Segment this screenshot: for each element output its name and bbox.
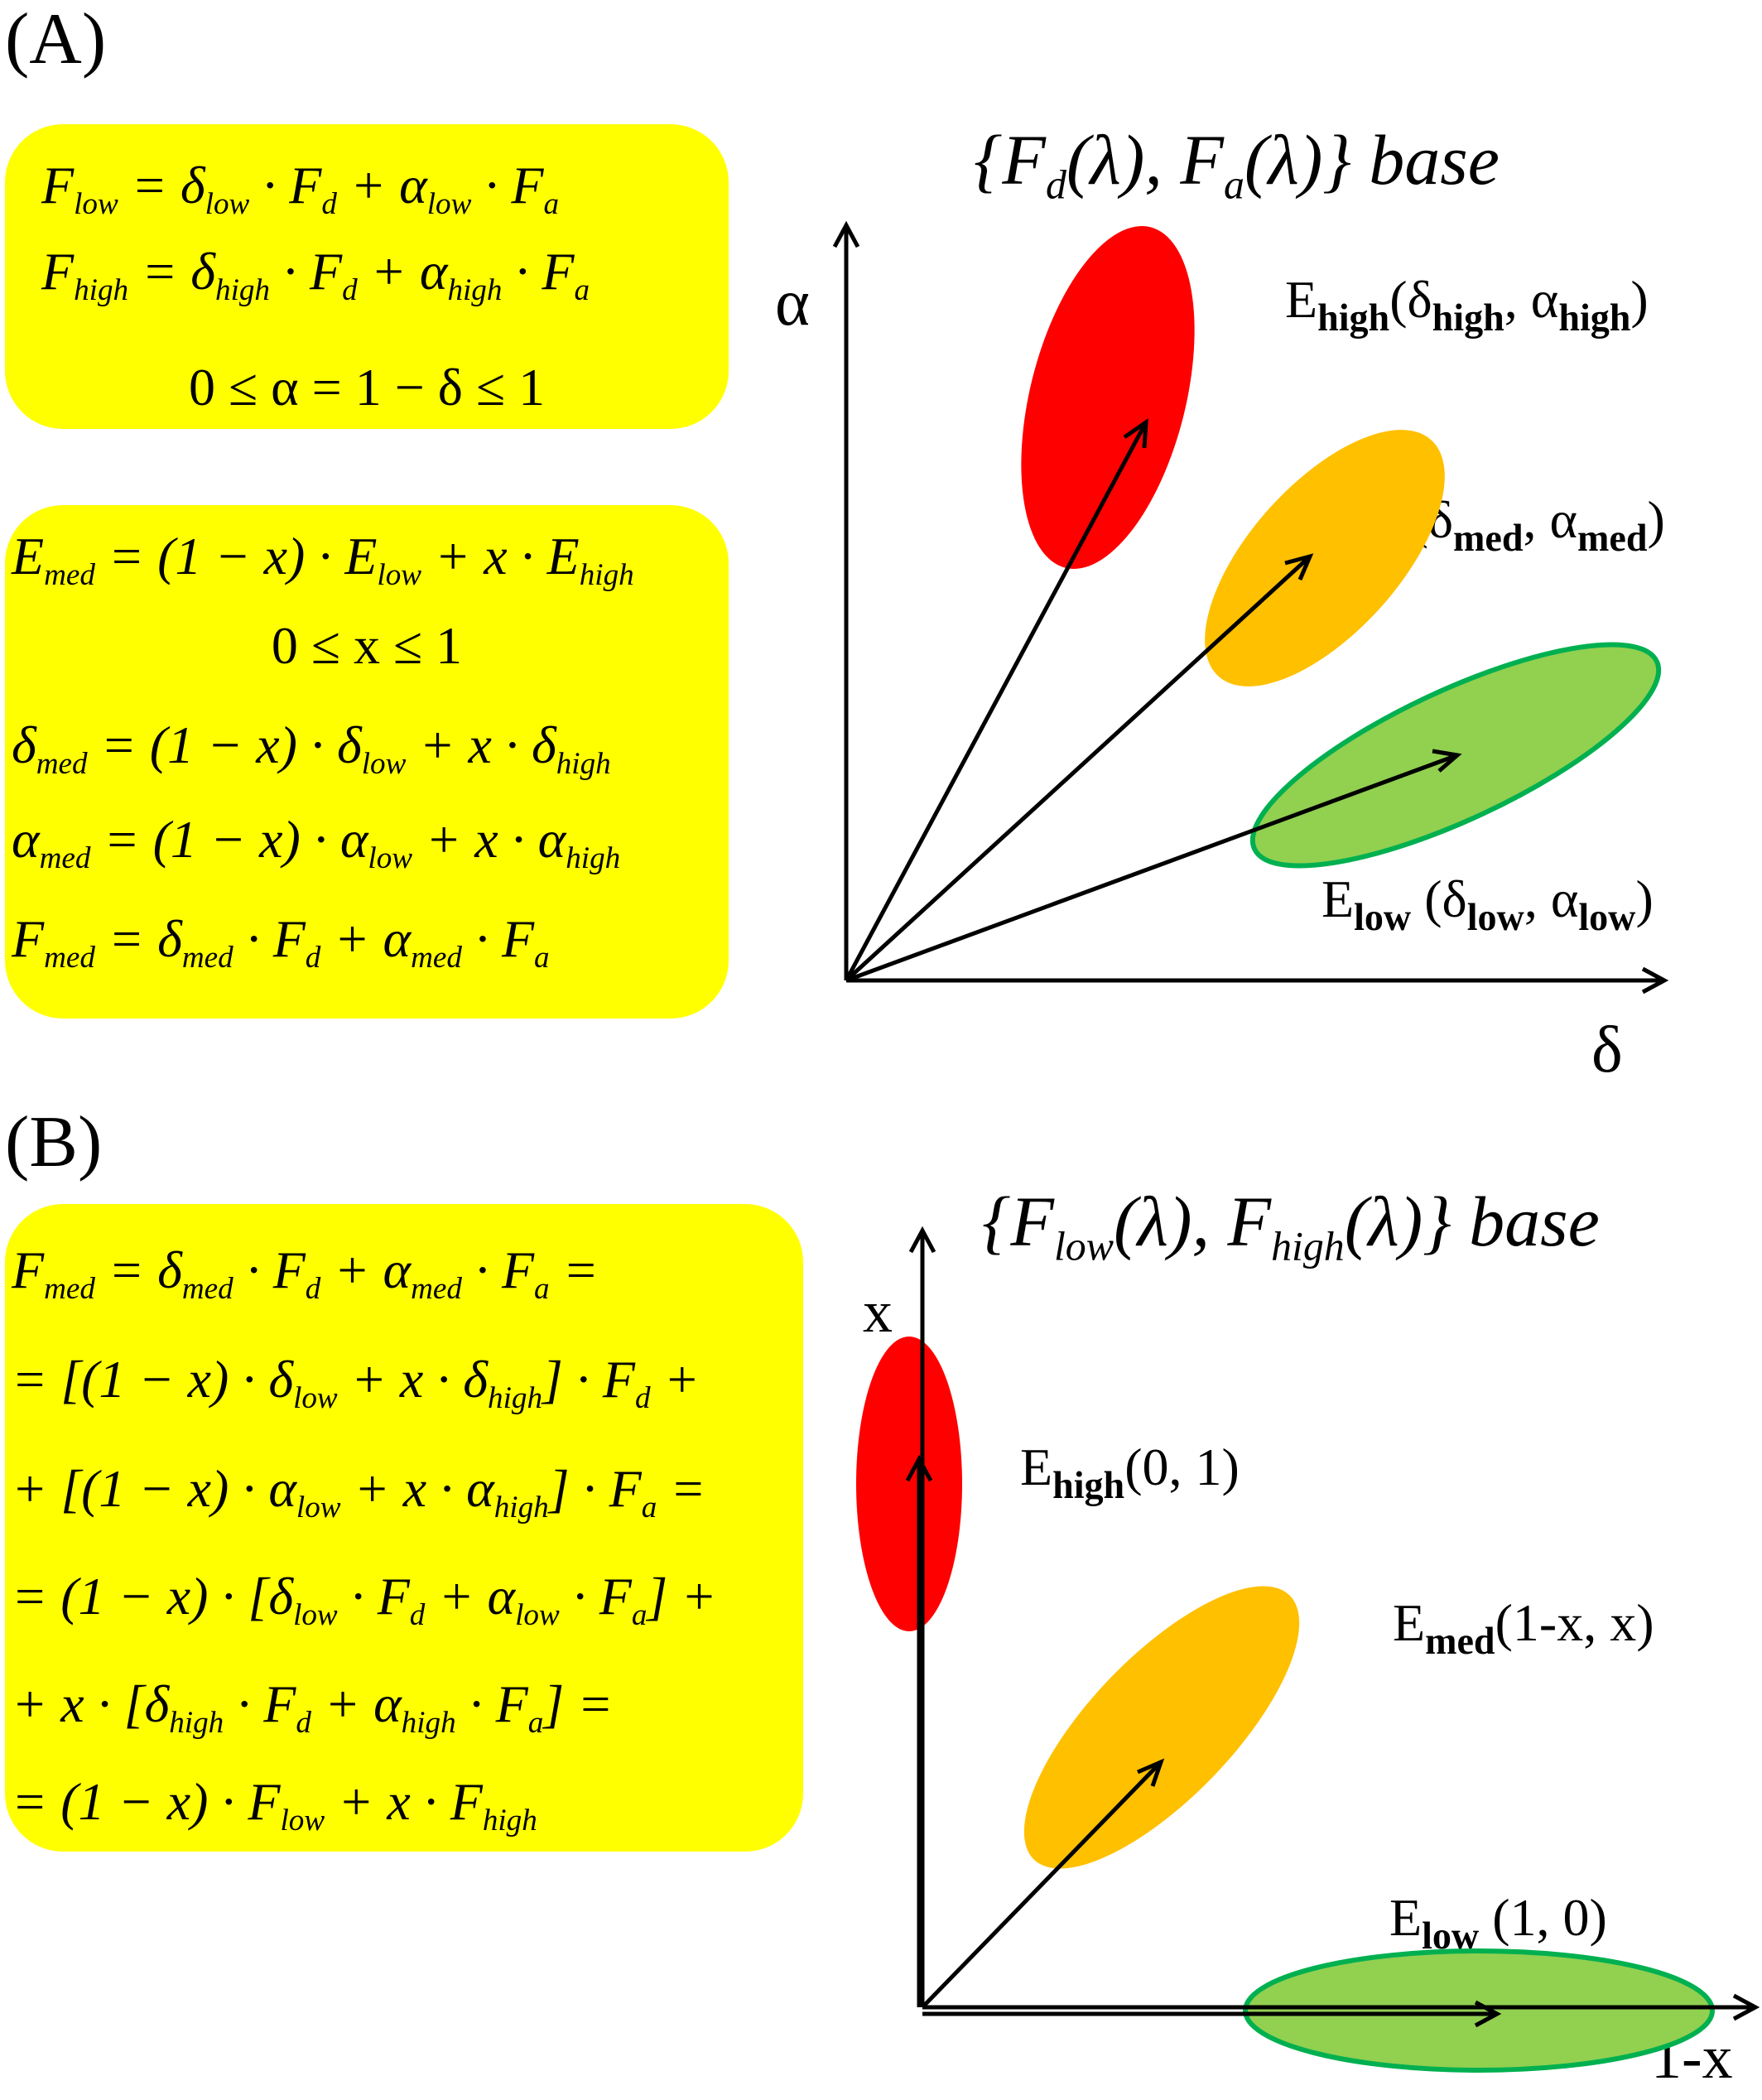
x-range: 0 ≤ x ≤ 1 bbox=[271, 616, 463, 675]
vector-e-high-b-arrowhead bbox=[905, 1454, 933, 1482]
panel-a-label: (A) bbox=[5, 0, 107, 79]
e-high-ellipse-b bbox=[856, 1337, 962, 1631]
vector-e-med-b-arrowhead bbox=[1137, 1758, 1165, 1787]
derivation-line-5: + x · [δhigh · Fd + αhigh · Fa] = bbox=[12, 1674, 614, 1740]
e-high-label-a: Ehigh(δhigh, αhigh) bbox=[1285, 270, 1649, 340]
f-high-equation: Fhigh = δhigh · Fd + αhigh · Fa bbox=[41, 242, 590, 307]
vector-e-high-a bbox=[844, 421, 1148, 982]
e-low-label-b: Elow (1, 0) bbox=[1389, 1888, 1607, 1958]
vector-e-low-a bbox=[845, 753, 1458, 983]
derivation-line-1: Fmed = δmed · Fd + αmed · Fa = bbox=[12, 1240, 599, 1306]
panel-b-base-title: {Flow(λ), Fhigh(λ)} base bbox=[982, 1182, 1600, 1269]
equation-box-a1: Flow = δlow · Fd + αlow · Fa Fhigh = δhi… bbox=[5, 124, 729, 429]
vector-e-high-a-arrowhead bbox=[1123, 418, 1148, 449]
alpha-med-equation: αmed = (1 − x) · αlow + x · αhigh bbox=[12, 810, 621, 875]
delta-axis-label: δ bbox=[1591, 1014, 1623, 1086]
vector-e-low-a-arrowhead bbox=[1432, 749, 1462, 773]
vector-e-med-b bbox=[921, 1760, 1163, 2009]
vector-e-med-a-arrowhead bbox=[1284, 553, 1314, 580]
e-low-ellipse-b bbox=[1243, 1948, 1715, 2073]
panel-a-base-title: {Fd(λ), Fa(λ)} base bbox=[974, 120, 1500, 208]
equation-box-b: Fmed = δmed · Fd + αmed · Fa = = [(1 − x… bbox=[5, 1204, 803, 1852]
equation-box-a2: Emed = (1 − x) · Elow + x · Ehigh 0 ≤ x … bbox=[5, 505, 729, 1019]
one-minus-x-axis-arrowhead bbox=[1732, 1993, 1760, 2021]
derivation-line-2: = [(1 − x) · δlow + x · δhigh] · Fd + bbox=[12, 1350, 700, 1415]
e-high-ellipse-a bbox=[1021, 226, 1195, 569]
delta-axis-arrowhead bbox=[1641, 966, 1669, 995]
alpha-axis-label: α bbox=[775, 267, 810, 340]
e-med-ellipse-b bbox=[1023, 1586, 1300, 1869]
e-med-ellipse-a bbox=[1205, 430, 1445, 686]
e-med-label-b: Emed(1-x, x) bbox=[1393, 1593, 1654, 1663]
delta-med-equation: δmed = (1 − x) · δlow + x · δhigh bbox=[12, 715, 611, 781]
e-med-equation: Emed = (1 − x) · Elow + x · Ehigh bbox=[12, 527, 634, 592]
vector-e-low-b-arrowhead bbox=[1474, 2000, 1502, 2028]
x-axis-b-arrowhead bbox=[908, 1226, 936, 1254]
e-low-label-a: Elow (δlow, αlow) bbox=[1322, 869, 1654, 939]
derivation-line-6: = (1 − x) · Flow + x · Fhigh bbox=[12, 1772, 537, 1838]
f-med-equation: Fmed = δmed · Fd + αmed · Fa bbox=[12, 909, 550, 975]
f-low-equation: Flow = δlow · Fd + αlow · Fa bbox=[41, 156, 559, 221]
panel-b-label: (B) bbox=[5, 1102, 103, 1182]
e-high-label-b: Ehigh(0, 1) bbox=[1020, 1438, 1240, 1507]
alpha-constraint: 0 ≤ α = 1 − δ ≤ 1 bbox=[188, 358, 546, 417]
vector-e-med-a bbox=[845, 555, 1312, 982]
derivation-line-4: = (1 − x) · [δlow · Fd + αlow · Fa] + bbox=[12, 1567, 717, 1632]
alpha-axis-arrowhead bbox=[832, 220, 860, 248]
derivation-line-3: + [(1 − x) · αlow + x · αhigh] · Fa = bbox=[12, 1459, 706, 1524]
x-axis-label-b: x bbox=[863, 1279, 893, 1345]
